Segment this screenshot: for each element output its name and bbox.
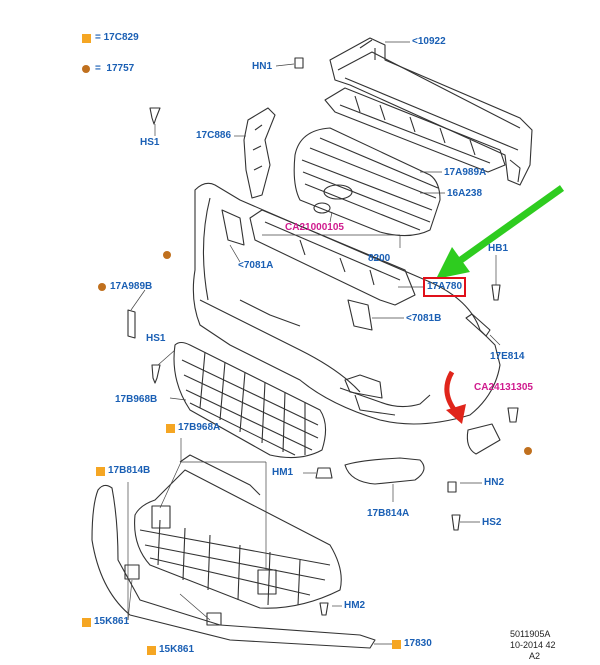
square-marker-15k861-left — [82, 618, 91, 627]
fog-lamp-bezel — [344, 457, 425, 485]
impact-absorber — [324, 87, 506, 173]
label-17b814a: 17B814A — [367, 508, 410, 519]
spoiler-lip — [91, 484, 376, 649]
label-17e814: 17E814 — [490, 351, 525, 362]
footer-code: 5011905A — [510, 629, 551, 639]
square-marker-17b968a — [166, 424, 175, 433]
radiator-grille — [293, 127, 441, 237]
fasteners — [124, 57, 519, 626]
leader-lines — [127, 41, 501, 645]
lower-grille — [173, 341, 327, 459]
label-ca24131305: CA24131305 — [474, 382, 533, 393]
label-hm1: HM1 — [272, 467, 294, 478]
label-hs1-mid: HS1 — [146, 333, 166, 344]
label-17a780: 17A780 — [422, 277, 467, 297]
tow-eye-cover — [466, 423, 501, 455]
legend-dot-icon — [82, 65, 90, 73]
retainer-17e814 — [465, 313, 491, 337]
label-8200: 8200 — [368, 253, 391, 264]
label-7081b: <7081B — [406, 313, 442, 324]
bumper-cover — [192, 182, 501, 425]
green-arrow-icon — [436, 185, 565, 279]
emblem-icon — [313, 202, 331, 214]
label-17830: 17830 — [404, 638, 432, 649]
label-hb1: HB1 — [488, 243, 509, 254]
label-17a989a: 17A989A — [444, 167, 487, 178]
reinforcement-beam — [329, 37, 533, 186]
bracket-7081a — [221, 209, 245, 246]
label-17b814b: 17B814B — [108, 465, 151, 476]
lower-grille-assembly — [134, 454, 342, 609]
label-hn2: HN2 — [484, 477, 505, 488]
side-bracket-left — [243, 107, 276, 199]
label-15k861-left: 15K861 — [94, 616, 130, 627]
dot-marker-17a989b — [98, 283, 106, 291]
label-hs1-top: HS1 — [140, 137, 160, 148]
label-hm2: HM2 — [344, 600, 366, 611]
label-17a989b: 17A989B — [110, 281, 153, 292]
dot-markers — [163, 251, 532, 455]
label-ca21000105: CA21000105 — [285, 222, 344, 233]
label-17b968a: 17B968A — [178, 422, 221, 433]
square-marker-15k861-bottom — [147, 646, 156, 655]
legend-square-icon — [82, 34, 91, 43]
label-hs2: HS2 — [482, 517, 502, 528]
footer-revision: A2 — [529, 651, 541, 661]
label-17c886: 17C886 — [196, 130, 232, 141]
legend-square-text: = 17C829 — [95, 32, 139, 43]
label-15k861-bottom: 15K861 — [159, 644, 195, 655]
label-17b968b: 17B968B — [115, 394, 158, 405]
footer-date: 10-2014 42 — [510, 640, 556, 650]
legend-dot-text: = 17757 — [95, 63, 135, 74]
label-16a238: 16A238 — [447, 188, 483, 199]
bracket-7081b — [347, 299, 373, 331]
label-10922: <10922 — [412, 36, 446, 47]
red-arrow-icon — [444, 370, 466, 424]
square-marker-17b814b — [96, 467, 105, 476]
square-marker-17830 — [392, 640, 401, 649]
label-7081a: <7081A — [238, 260, 274, 271]
label-hn1: HN1 — [252, 61, 273, 72]
clip-17a989b — [127, 309, 136, 339]
